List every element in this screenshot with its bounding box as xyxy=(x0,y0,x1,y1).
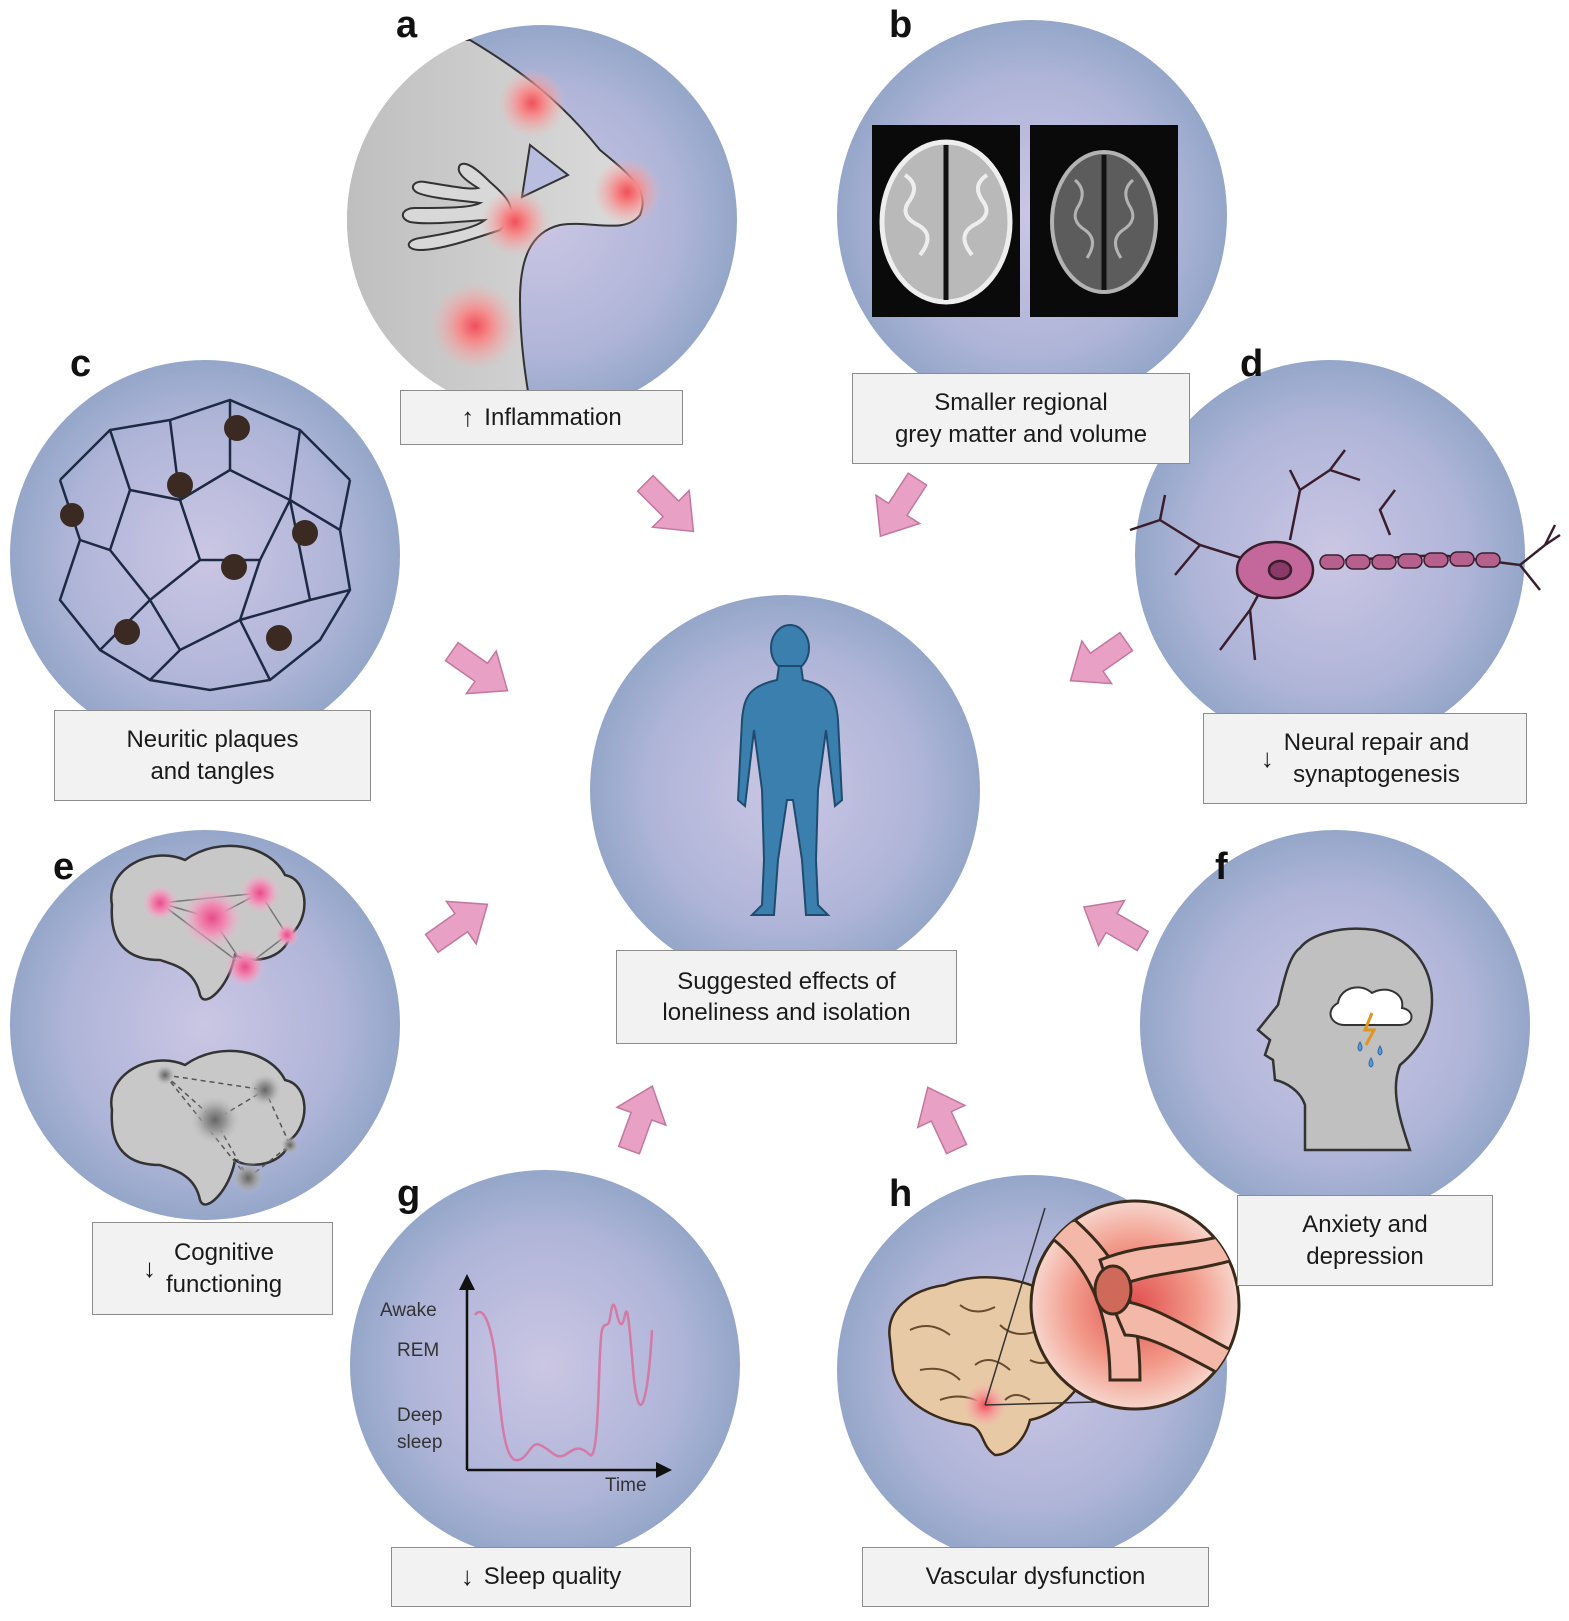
brain-network-bottom xyxy=(110,1049,306,1206)
panel-letter-b: b xyxy=(889,4,913,46)
label-inflammation: ↑ Inflammation xyxy=(400,390,683,445)
label-sleep: ↓ Sleep quality xyxy=(391,1547,691,1607)
circle-g xyxy=(350,1170,740,1560)
label-anxiety-line2: depression xyxy=(1306,1242,1424,1270)
label-inflammation-text: Inflammation xyxy=(484,403,622,431)
mri-scans xyxy=(872,125,1178,317)
label-neural-repair: ↓ Neural repair and synaptogenesis xyxy=(1203,713,1527,804)
panel-letter-h: h xyxy=(889,1173,913,1215)
label-grey-matter-line2: grey matter and volume xyxy=(894,420,1148,448)
arrow-b xyxy=(857,464,940,552)
arm-illustration xyxy=(347,39,661,415)
panel-letter-c: c xyxy=(70,343,92,385)
label-anxiety: Anxiety and depression xyxy=(1237,1195,1493,1286)
label-grey-matter-line1: Smaller regional xyxy=(934,389,1108,417)
down-arrow-icon: ↓ xyxy=(460,1561,474,1592)
sleep-tick-rem: REM xyxy=(397,1340,440,1361)
sleep-axis-time: Time xyxy=(605,1475,647,1496)
plaques-dots xyxy=(60,415,318,651)
label-anxiety-line1: Anxiety and xyxy=(1302,1211,1428,1239)
panel-letter-a: a xyxy=(396,4,418,46)
arrow-g xyxy=(603,1076,678,1160)
vascular-illustration xyxy=(888,1199,1241,1457)
down-arrow-icon: ↓ xyxy=(142,1252,156,1283)
label-neural-repair-line2: synaptogenesis xyxy=(1293,760,1460,788)
label-sleep-text: Sleep quality xyxy=(483,1563,622,1591)
panel-letter-e: e xyxy=(53,846,75,888)
label-cognitive: ↓ Cognitive functioning xyxy=(92,1222,333,1315)
arrow-f xyxy=(1070,883,1157,965)
label-vascular-text: Vascular dysfunction xyxy=(925,1563,1146,1591)
sleep-tick-deep: Deep xyxy=(397,1405,443,1426)
label-vascular: Vascular dysfunction xyxy=(862,1547,1209,1607)
sleep-tick-sleep: sleep xyxy=(397,1432,443,1453)
label-cognitive-line1: Cognitive xyxy=(173,1239,275,1267)
label-center-line1: Suggested effects of xyxy=(677,967,896,995)
label-cognitive-line2: functioning xyxy=(165,1270,283,1298)
arrow-e xyxy=(416,882,504,966)
arrow-a xyxy=(626,464,713,551)
sleep-graph xyxy=(459,1274,672,1478)
label-neural-repair-line1: Neural repair and xyxy=(1283,729,1470,757)
brain-network-top xyxy=(110,844,306,1001)
plaques-network xyxy=(58,398,352,692)
down-arrow-icon: ↓ xyxy=(1260,742,1274,773)
arrow-d xyxy=(1054,619,1142,703)
sleep-tick-awake: Awake xyxy=(380,1300,437,1321)
neuron-illustration xyxy=(1129,449,1561,661)
label-center-line2: loneliness and isolation xyxy=(662,999,911,1026)
label-plaques: Neuritic plaques and tangles xyxy=(54,710,371,801)
label-plaques-line1: Neuritic plaques xyxy=(126,726,299,754)
panel-letter-g: g xyxy=(397,1173,421,1215)
circle-c xyxy=(10,360,400,750)
panel-letter-d: d xyxy=(1240,343,1264,385)
head-silhouette xyxy=(1256,927,1434,1152)
label-plaques-line2: and tangles xyxy=(150,757,275,785)
label-grey-matter: Smaller regional grey matter and volume xyxy=(852,373,1190,464)
up-arrow-icon: ↑ xyxy=(461,401,475,432)
human-silhouette xyxy=(736,624,844,916)
label-center: Suggested effects of loneliness and isol… xyxy=(616,950,957,1044)
panel-letter-f: f xyxy=(1215,846,1228,888)
axon-segments xyxy=(1319,551,1501,570)
arrow-h xyxy=(903,1075,981,1161)
arrow-c xyxy=(436,629,524,713)
